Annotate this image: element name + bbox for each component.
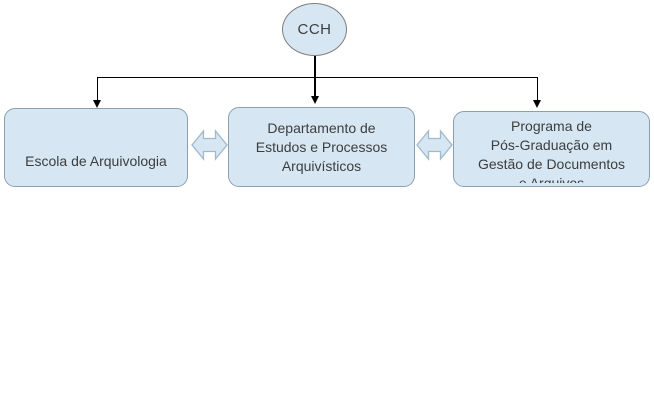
node-departamento-estudos-processos: Departamento de Estudos e Processos Arqu… (228, 107, 415, 187)
node-label-line: Gestão de Documentos (477, 156, 626, 172)
node-label-line: Pós-Graduação em (490, 137, 613, 153)
left-right-arrow-icon (416, 126, 453, 169)
connector-drop-left (96, 76, 98, 102)
connector-root-stem (314, 56, 316, 77)
node-label-line-clipped: e Arquivos (518, 175, 585, 183)
node-label-line: Departamento de (267, 119, 376, 136)
node-text-clip-frame: Programa de Pós-Graduação em Gestão de D… (456, 117, 647, 183)
down-arrowhead-icon (92, 100, 101, 108)
connector-drop-right (536, 76, 538, 102)
node-escola-de-arquivologia: Escola de Arquivologia (4, 108, 188, 187)
node-programa-pos-graduacao: Programa de Pós-Graduação em Gestão de D… (453, 111, 650, 187)
root-node-cch: CCH (282, 3, 347, 56)
connector-drop-middle (314, 76, 316, 98)
down-arrowhead-icon (310, 96, 319, 104)
left-right-arrow-icon (191, 126, 228, 169)
node-label-line: Escola de Arquivologia (25, 153, 167, 169)
down-arrowhead-icon (532, 100, 541, 108)
node-label-line: Arquivísticos (281, 157, 362, 174)
root-node-label: CCH (297, 21, 332, 38)
node-label-line: Estudos e Processos (255, 138, 388, 155)
connector-horizontal-rail (96, 76, 538, 78)
node-label-line: Programa de (511, 118, 592, 134)
